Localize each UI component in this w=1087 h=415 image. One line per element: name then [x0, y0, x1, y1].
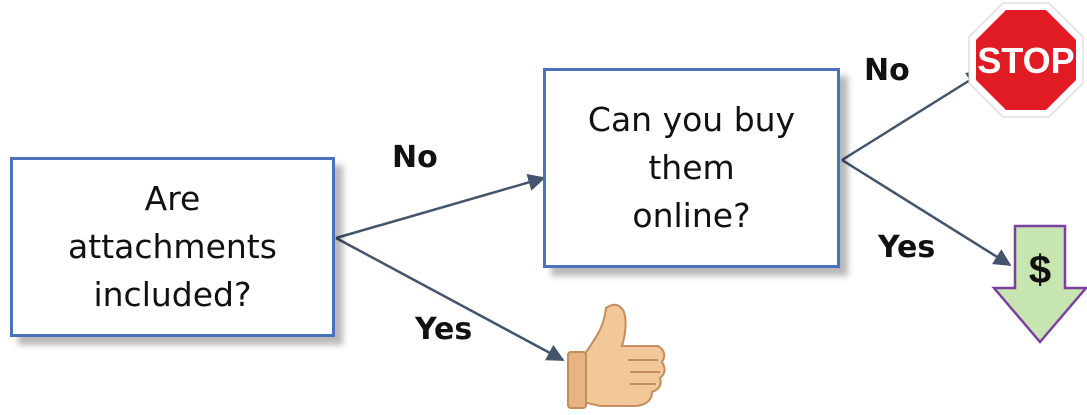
thumbs-up-icon	[567, 303, 666, 409]
branch-label-no-1: No	[392, 140, 438, 175]
stop-sign-text: STOP	[977, 40, 1074, 81]
question-attachments-text: Are attachments included?	[68, 179, 277, 314]
stop-sign-icon: STOP	[968, 2, 1084, 118]
question-box-attachments: Are attachments included?	[10, 157, 335, 337]
question-box-buy-online: Can you buy them online?	[543, 68, 840, 268]
branch-label-yes-2: Yes	[878, 230, 936, 265]
branch-label-no-2: No	[864, 53, 910, 88]
arrow-yes-to-thumbs	[335, 236, 565, 362]
branch-label-yes-1: Yes	[415, 312, 473, 347]
dollar-down-arrow-icon: $	[991, 224, 1087, 344]
arrow-yes-to-dollar	[841, 158, 1012, 267]
arrow-no-to-q2	[335, 173, 546, 240]
dollar-sign-text: $	[1029, 248, 1051, 292]
arrow-no-to-stop	[841, 70, 985, 162]
question-buy-online-text: Can you buy them online?	[587, 100, 796, 235]
